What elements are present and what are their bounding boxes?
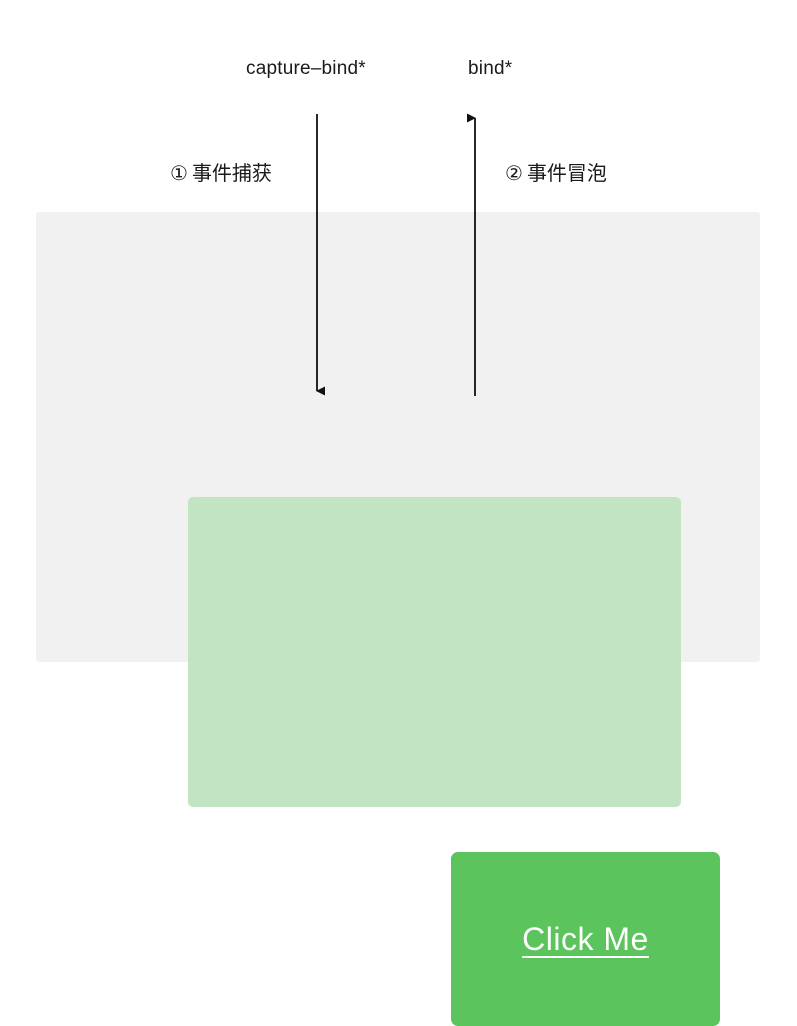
capture-bind-label: capture–bind* (246, 58, 366, 79)
click-me-button[interactable]: Click Me (451, 852, 720, 1026)
bubble-phase-text: 事件冒泡 (526, 163, 607, 185)
outer-container-box: Click Me (36, 212, 760, 1026)
capture-phase-text: 事件捕获 (191, 163, 272, 185)
bubble-phase-marker: ② (505, 163, 523, 185)
capture-phase-marker: ① (170, 163, 188, 185)
click-me-label: Click Me (522, 920, 649, 957)
middle-container-box: Click Me (188, 497, 720, 1026)
bind-label: bind* (468, 58, 513, 79)
